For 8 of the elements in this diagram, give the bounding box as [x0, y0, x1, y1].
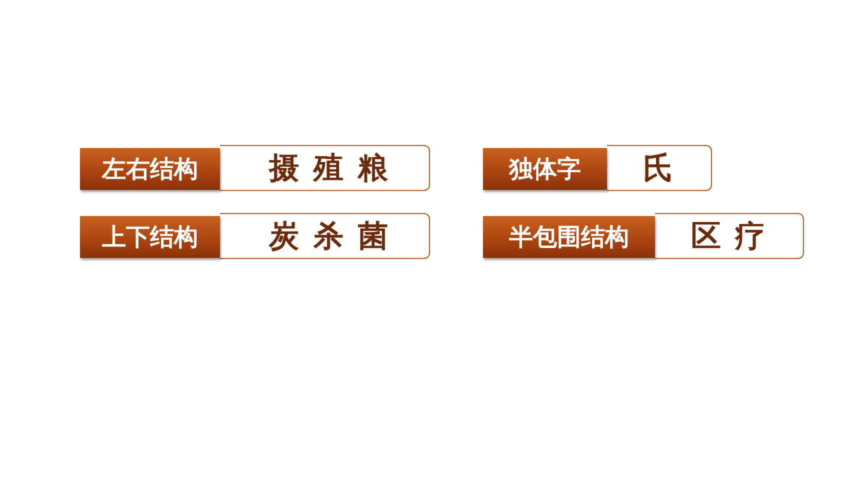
character-box: 摄 殖 粮 — [220, 145, 430, 191]
character-box: 区 疗 — [655, 213, 804, 259]
category-label: 独体字 — [483, 148, 607, 190]
character-box: 氏 — [607, 145, 712, 191]
category-label: 上下结构 — [80, 216, 220, 258]
character-box: 炭 杀 菌 — [220, 213, 430, 259]
category-label: 左右结构 — [80, 148, 220, 190]
category-label: 半包围结构 — [483, 216, 655, 258]
